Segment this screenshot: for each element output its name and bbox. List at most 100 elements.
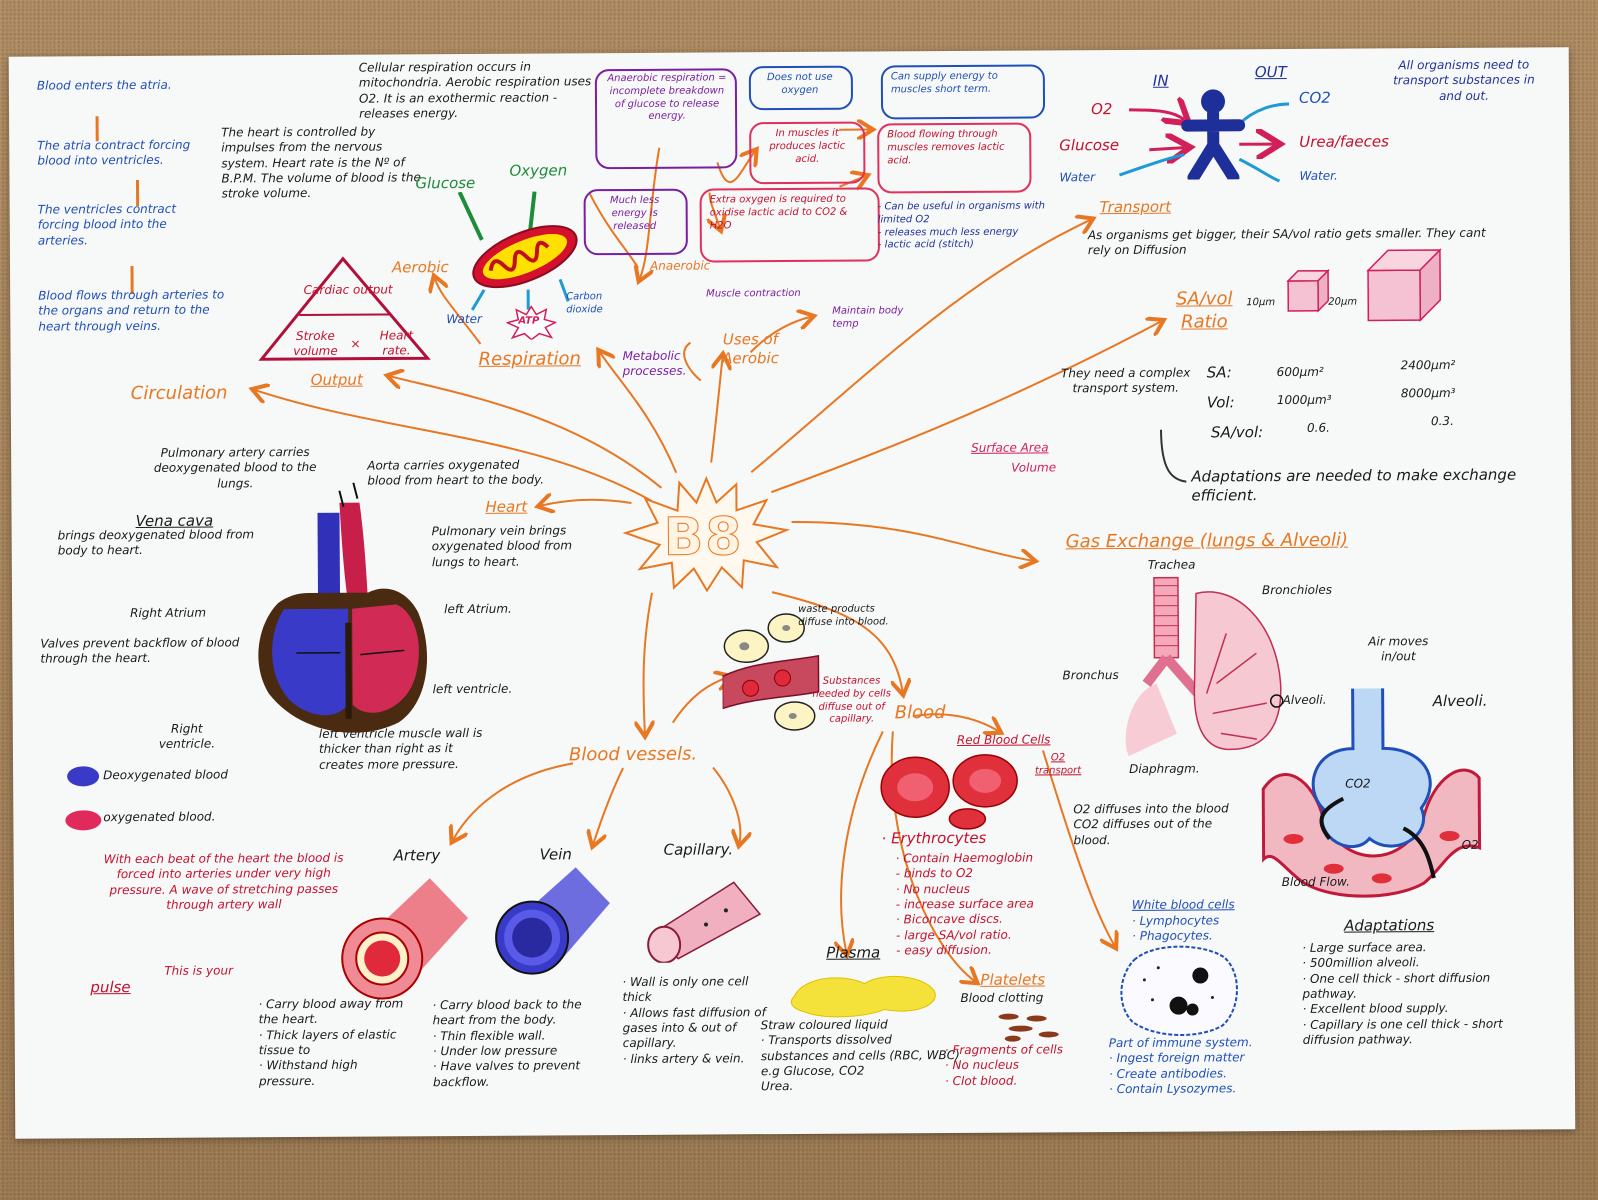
gas-exchange-heading: Gas Exchange (lungs & Alveoli) [1065, 529, 1349, 553]
in-item-water: Water [1059, 170, 1096, 185]
heart-control-note: The heart is controlled by impulses from… [221, 124, 421, 201]
output-label: Output [310, 370, 363, 389]
blood-clotting-label: Blood clotting [960, 990, 1044, 1005]
platelet-notes: · Fragments of cells · No nucleus · Clot… [944, 1042, 1064, 1088]
anaerobic-usefulness-notes: - Can be useful in organisms with limite… [877, 200, 1045, 251]
respiration-heading: Respiration [478, 348, 581, 370]
red-blood-cells-label: Red Blood Cells [956, 732, 1051, 747]
plasma-notes: Straw coloured liquid · Transports disso… [760, 1017, 960, 1094]
all-organisms-note: All organisms need to transport substanc… [1393, 57, 1535, 103]
sa-row-label: SA: [1206, 363, 1232, 382]
out-item-water: Water. [1299, 168, 1338, 183]
topic-code: B8 [663, 507, 744, 568]
large-cube-dim: 20μm [1328, 296, 1358, 308]
alveolus-o2-label: O2 [1461, 837, 1479, 852]
small-cube-dim: 10μm [1246, 297, 1276, 309]
adaptations-heading: Adaptations [1343, 916, 1435, 935]
plasma-label: Plasma [826, 943, 881, 962]
aerobic-label: Aerobic [391, 258, 449, 277]
circulation-step-1: Blood enters the atria. [36, 77, 172, 93]
platelets-icon [998, 1013, 1059, 1042]
fraction-volume: Volume [1011, 460, 1057, 475]
key-deoxygenated: Deoxygenated blood [103, 767, 229, 783]
right-atrium-label: Right Atrium [130, 605, 207, 621]
waste-products-note: waste products diffuse into blood. [798, 603, 889, 628]
sa-row-small: 600μm² [1276, 364, 1324, 380]
central-b8-burst [622, 475, 791, 593]
vol-row-large: 8000μm³ [1400, 385, 1456, 401]
air-moves-label: Air moves in/out [1368, 634, 1429, 664]
blood-flow-label: Blood Flow. [1281, 874, 1350, 890]
ratio-row-large: 0.3. [1430, 413, 1454, 429]
capillary-exchange-diagram [722, 613, 820, 731]
cellular-respiration-note: Cellular respiration occurs in mitochond… [358, 59, 592, 121]
large-cube-icon [1366, 248, 1442, 322]
fraction-surface-area: Surface Area [971, 440, 1049, 455]
artery-notes: · Carry blood away from the heart. · Thi… [258, 996, 404, 1089]
artery-diagram [341, 878, 468, 1000]
left-ventricle-label: left ventricle. [432, 681, 513, 697]
artery-label: Artery [393, 846, 441, 865]
in-label: IN [1152, 71, 1169, 90]
cardiac-output-triangle [258, 256, 431, 361]
lungs-diagram [1125, 576, 1284, 756]
platelets-label: Platelets [980, 970, 1046, 989]
adaptations-needed-note: Adaptations are needed to make exchange … [1191, 465, 1517, 505]
blood-vessels-heading: Blood vessels. [568, 743, 698, 766]
erythrocytes-label: · Erythrocytes [881, 828, 987, 848]
vein-diagram [495, 867, 610, 975]
mitochondrion-icon [457, 191, 578, 311]
no-oxygen-note: Does not use oxygen [767, 71, 833, 96]
in-item-o2: O2 [1090, 100, 1113, 119]
glucose-label: Glucose [415, 173, 476, 193]
lactic-acid-note: In muscles it produces lactic acid. [769, 127, 846, 165]
out-label: OUT [1254, 62, 1287, 82]
sa-vol-heading: SA/vol Ratio [1175, 288, 1233, 333]
o2-diffuses-note: O2 diffuses into the blood CO2 diffuses … [1073, 801, 1229, 848]
capillary-diagram [647, 881, 762, 963]
small-cube-icon [1286, 268, 1330, 313]
o2-transport-label: O2 transport [1034, 752, 1082, 777]
pulse-note: With each beat of the heart the blood is… [103, 850, 344, 912]
alveolus-diagram [1261, 688, 1482, 898]
adaptations-list: · Large surface area. · 500million alveo… [1302, 940, 1503, 1048]
vein-notes: · Carry blood back to the heart from the… [432, 997, 582, 1089]
key-oxygenated: oxygenated blood. [103, 809, 216, 825]
use-metabolic-processes: Metabolic processes. [622, 348, 687, 379]
use-muscle-contraction: Muscle contraction [706, 287, 801, 300]
plasma-puddle-icon [790, 975, 936, 1018]
white-blood-cell-icon [1120, 945, 1238, 1036]
pulse-word: pulse [90, 978, 131, 997]
anaerobic-definition: Anaerobic respiration = incomplete break… [607, 72, 727, 123]
substances-needed-note: Substances needed by cells diffuse out o… [812, 675, 891, 726]
red-blood-cells-icon [880, 754, 1018, 830]
circulation-heading: Circulation [130, 382, 228, 405]
valves-note: Valves prevent backflow of blood through… [40, 635, 240, 666]
vol-row-small: 1000μm³ [1276, 392, 1332, 408]
heart-heading: Heart [485, 497, 528, 516]
blood-heading: Blood [894, 702, 946, 724]
atp-label: ATP [518, 315, 540, 327]
in-item-glucose: Glucose [1059, 135, 1120, 155]
wbc-notes: Part of immune system. · Ingest foreign … [1108, 1035, 1253, 1097]
left-atrium-label: left Atrium. [444, 601, 512, 617]
circulation-step-2: The atria contract forcing blood into ve… [37, 137, 191, 168]
out-item-co2: CO2 [1298, 88, 1331, 107]
triangle-heart-rate: Heart rate. [379, 328, 414, 358]
use-maintain-temp: Maintain body temp [832, 305, 904, 330]
pulmonary-vein-note: Pulmonary vein brings oxygenated blood f… [431, 523, 573, 569]
ratio-row-small: 0.6. [1306, 420, 1330, 435]
capillary-label: Capillary. [663, 840, 734, 859]
trachea-label: Trachea [1147, 557, 1196, 572]
rbc-notes: · Contain Haemoglobin - binds to O2 · No… [895, 850, 1034, 958]
color-key-swatches [65, 766, 102, 831]
triangle-stroke-volume: Stroke volume [293, 328, 338, 359]
circulation-step-4: Blood flows through arteries to the orga… [38, 287, 225, 334]
right-ventricle-label: Right ventricle. [158, 721, 216, 752]
sa-row-large: 2400μm² [1400, 357, 1456, 373]
blood-flowing-note: Blood flowing through muscles removes la… [887, 128, 1005, 167]
carbon-dioxide-label: Carbon dioxide [566, 291, 603, 316]
water-label: Water [446, 311, 482, 327]
capillary-notes: · Wall is only one cell thick · Allows f… [622, 974, 766, 1066]
vol-row-label: Vol: [1206, 393, 1235, 412]
